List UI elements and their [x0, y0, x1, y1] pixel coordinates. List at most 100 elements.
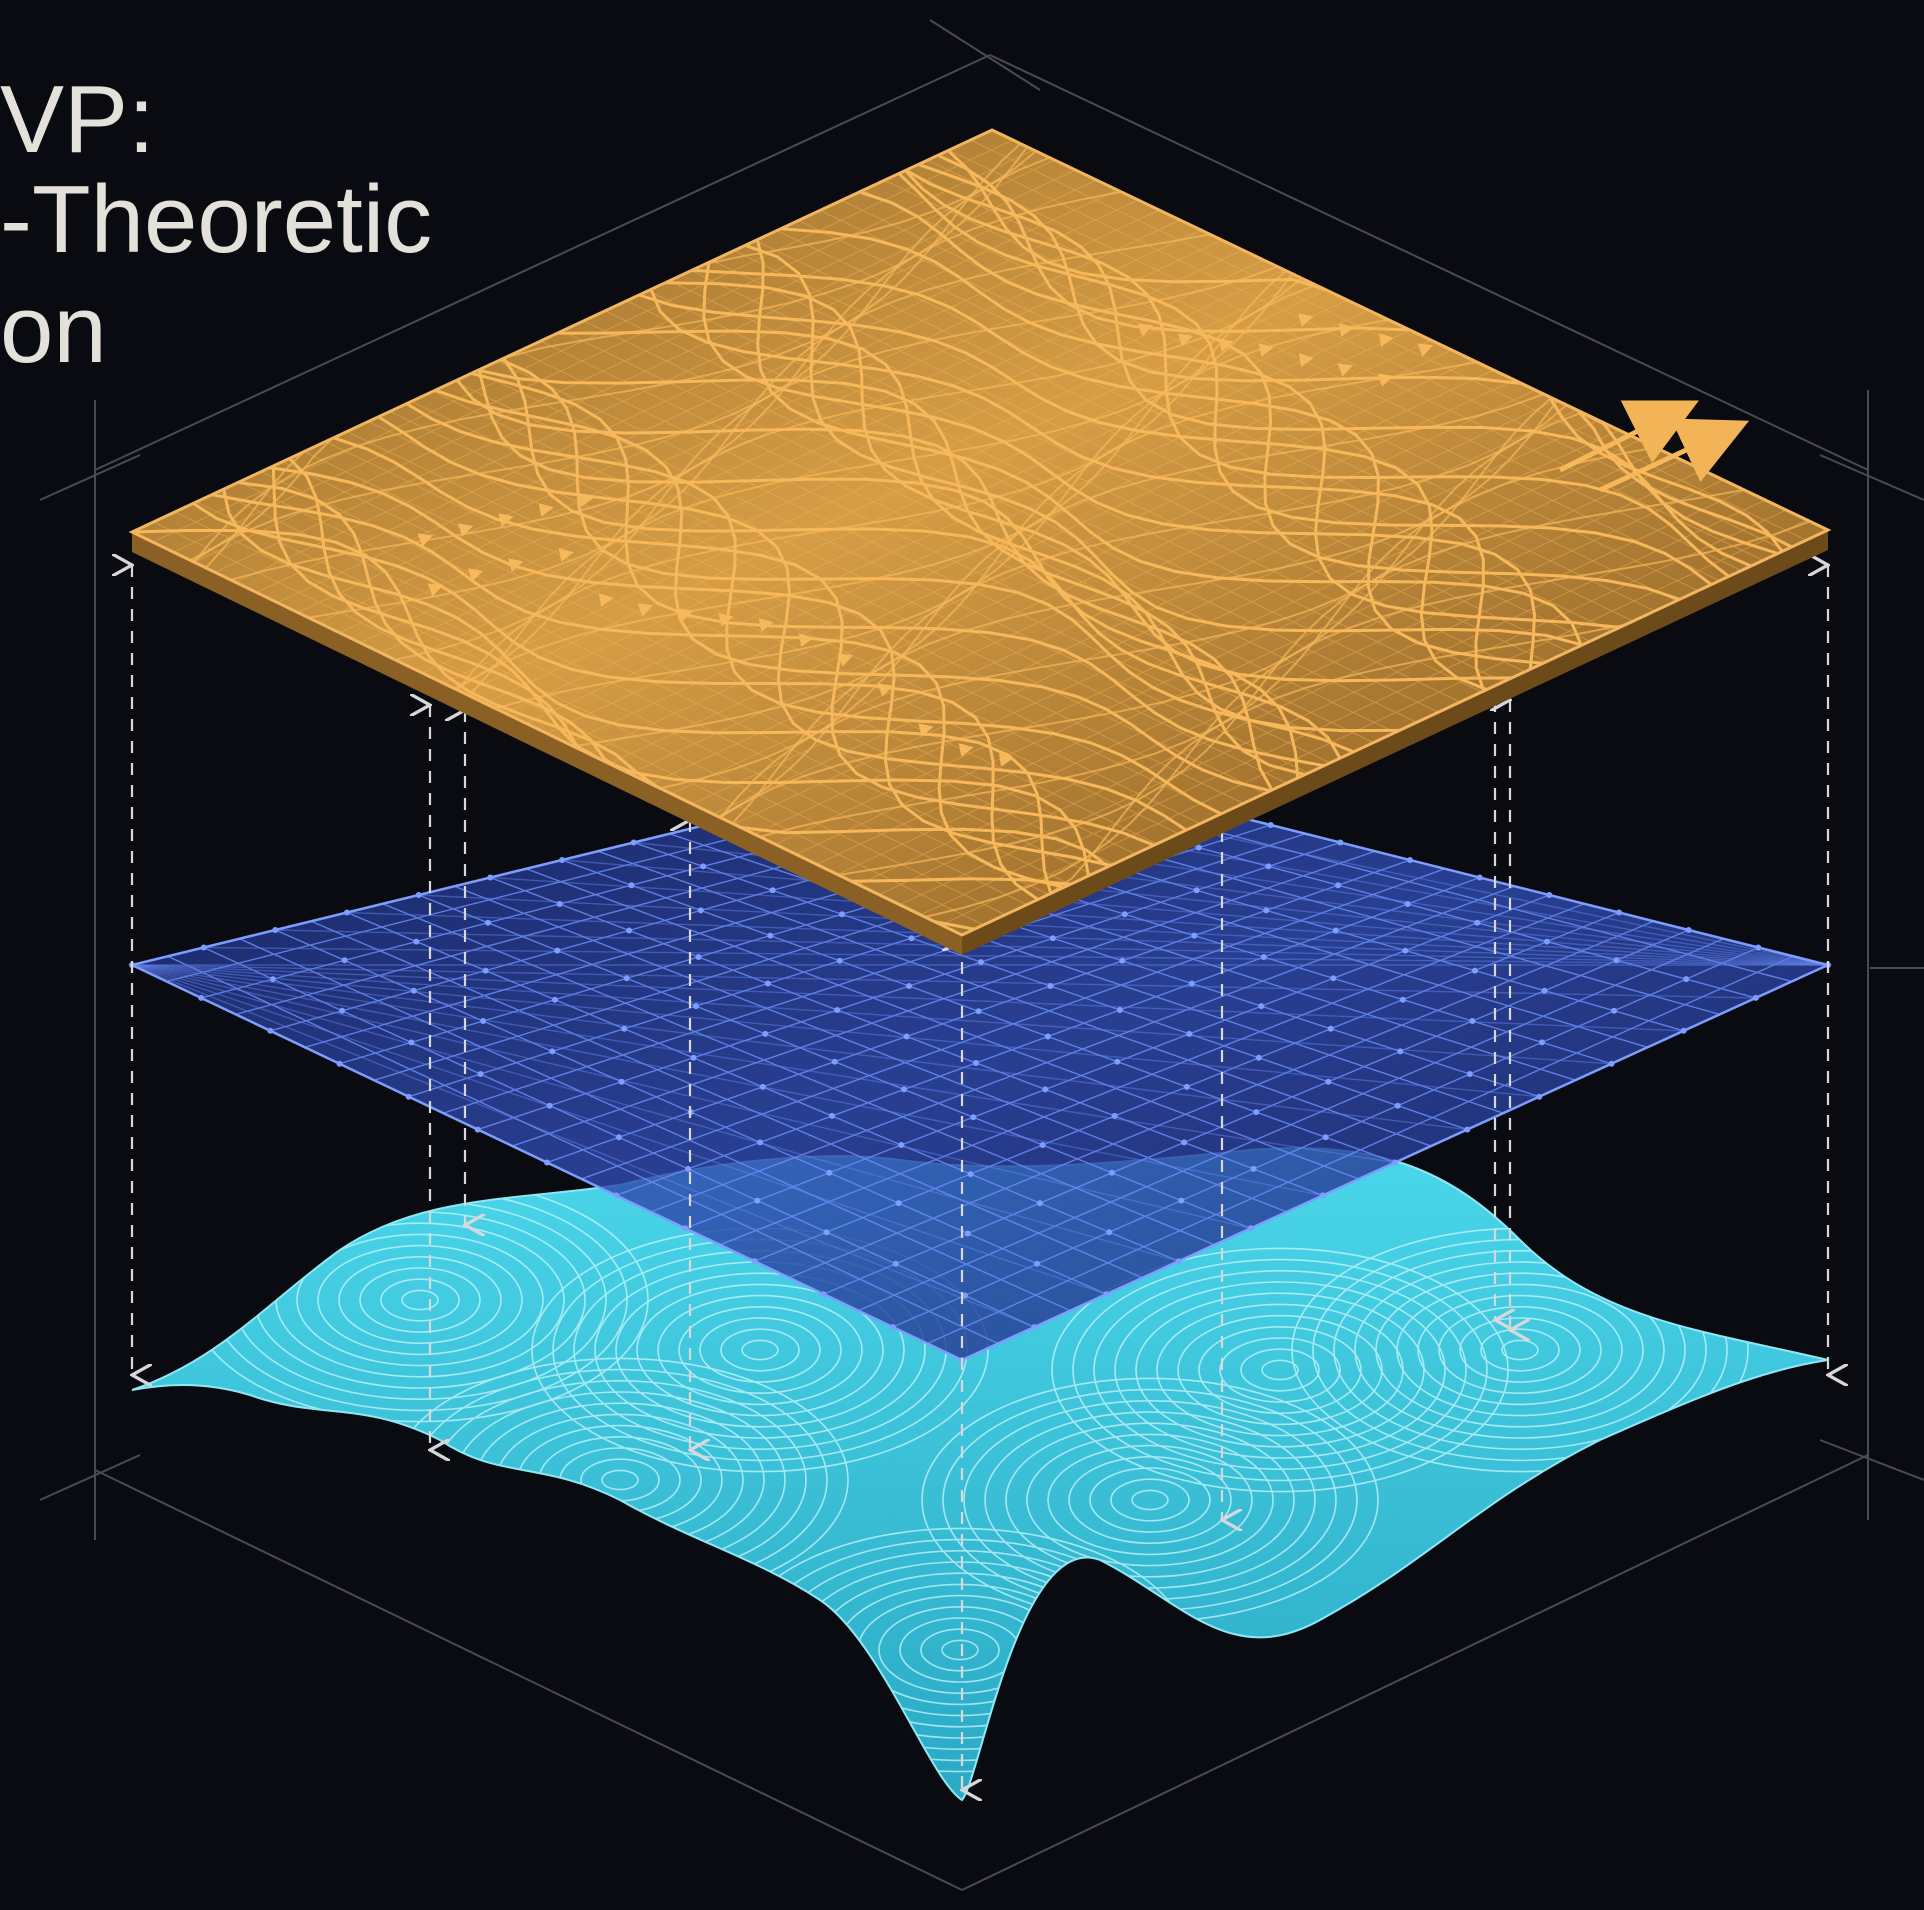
- gold-mesh-line: [194, 159, 1055, 563]
- gold-mesh-line: [629, 369, 1494, 775]
- mesh-node: [480, 1018, 487, 1024]
- vector-streamline: [649, 287, 1486, 693]
- mesh-node: [754, 1197, 761, 1204]
- mesh-node: [693, 1003, 699, 1010]
- mesh-node: [272, 927, 279, 933]
- mesh-node: [1039, 1142, 1046, 1148]
- vector-arrowhead: [1177, 333, 1194, 347]
- vector-arrowhead: [1258, 343, 1274, 357]
- gold-mesh-line: [422, 269, 1285, 674]
- vector-streamline: [307, 233, 1212, 619]
- mesh-node: [1119, 957, 1126, 964]
- gold-mesh-line: [862, 189, 1699, 592]
- guide-line: [1819, 454, 1924, 501]
- mesh-node: [1188, 980, 1195, 987]
- vector-arrowhead: [457, 523, 474, 537]
- mesh-node: [685, 1165, 692, 1172]
- mesh-node: [1392, 1159, 1398, 1166]
- mesh-node: [1044, 1033, 1051, 1040]
- mesh-node: [405, 1093, 412, 1100]
- mesh-node: [1036, 1200, 1043, 1207]
- vector-arrowhead: [1378, 333, 1394, 347]
- mesh-node: [1330, 975, 1337, 982]
- vector-streamline: [719, 411, 1584, 819]
- gold-mesh-line: [214, 169, 1076, 573]
- mesh-node: [1476, 874, 1483, 881]
- mesh-node: [485, 919, 491, 926]
- mesh-line: [418, 894, 1828, 966]
- gold-mesh-line: [196, 501, 1028, 906]
- vector-arrowhead: [427, 583, 444, 597]
- mesh-node: [626, 927, 633, 934]
- vector-arrowhead: [918, 723, 934, 737]
- mesh-node: [549, 1048, 556, 1055]
- vector-streamline: [837, 488, 1745, 876]
- mesh-node: [269, 976, 276, 983]
- vector-streamline: [572, 361, 1479, 748]
- mesh-node: [1175, 1258, 1182, 1265]
- gold-mesh-line: [754, 429, 1620, 835]
- mesh-node: [551, 996, 558, 1003]
- vector-streamline: [903, 169, 1731, 578]
- mesh-node: [1255, 1054, 1262, 1061]
- gold-mesh-line: [325, 441, 1158, 845]
- vector-streamline: [271, 464, 1090, 878]
- mesh-node: [1613, 957, 1620, 964]
- contour-line: [984, 1411, 1316, 1589]
- gold-mesh-line: [443, 279, 1306, 684]
- mesh-node: [1195, 844, 1202, 851]
- mesh-node: [978, 959, 984, 966]
- mesh-line: [132, 964, 1323, 1197]
- vector-streamline: [502, 356, 1342, 760]
- vector-streamline: [923, 520, 1811, 918]
- mesh-line: [857, 938, 1724, 1312]
- mesh-node: [1616, 909, 1622, 916]
- gold-mesh-line: [671, 389, 1536, 795]
- mesh-node: [1031, 1324, 1038, 1331]
- mesh-node: [487, 874, 494, 881]
- gold-mesh-line: [650, 379, 1515, 785]
- mesh-node: [682, 1225, 689, 1232]
- mesh-node: [1258, 1003, 1265, 1010]
- contour-line: [1005, 1422, 1295, 1578]
- contour-line: [741, 1339, 779, 1361]
- vector-streamline: [191, 156, 1051, 563]
- vector-arrowhead: [598, 593, 614, 607]
- mesh-node: [1337, 839, 1344, 846]
- vector-streamline: [268, 466, 1113, 867]
- mesh-node: [964, 1230, 971, 1237]
- gold-mesh-line: [878, 489, 1745, 896]
- mesh-node: [1049, 935, 1056, 942]
- mesh-node: [826, 1169, 833, 1176]
- mesh-node: [1471, 967, 1478, 974]
- mesh-node: [415, 892, 422, 898]
- vector-arrowhead: [1298, 313, 1314, 327]
- gold-mesh-line: [389, 410, 1223, 814]
- contour-line: [1093, 1270, 1467, 1471]
- gold-mesh-line: [475, 370, 1309, 774]
- mesh-node: [1042, 1086, 1049, 1093]
- mesh-node: [1327, 1025, 1334, 1032]
- mesh-node: [618, 1078, 625, 1085]
- vector-streamline: [904, 168, 1753, 568]
- mesh-node: [546, 1102, 553, 1109]
- gold-mesh-line: [905, 169, 1742, 571]
- vector-arrowhead: [958, 743, 974, 757]
- mesh-node: [834, 1007, 841, 1013]
- mesh-node: [1407, 857, 1413, 863]
- mesh-node: [1541, 987, 1548, 994]
- gold-mesh-line: [173, 149, 1035, 553]
- mesh-node: [906, 983, 913, 989]
- guide-line: [94, 54, 991, 471]
- mesh-node: [344, 909, 350, 916]
- vector-streamline: [755, 238, 1583, 647]
- mesh-node: [554, 947, 561, 954]
- mesh-node: [621, 1025, 628, 1032]
- guide-line: [989, 54, 1869, 471]
- guide-line: [94, 1469, 963, 1891]
- vector-streamline: [779, 227, 1622, 629]
- gold-mesh-line: [454, 380, 1287, 784]
- vector-streamline: [210, 493, 1066, 889]
- mesh-node: [1103, 1291, 1110, 1298]
